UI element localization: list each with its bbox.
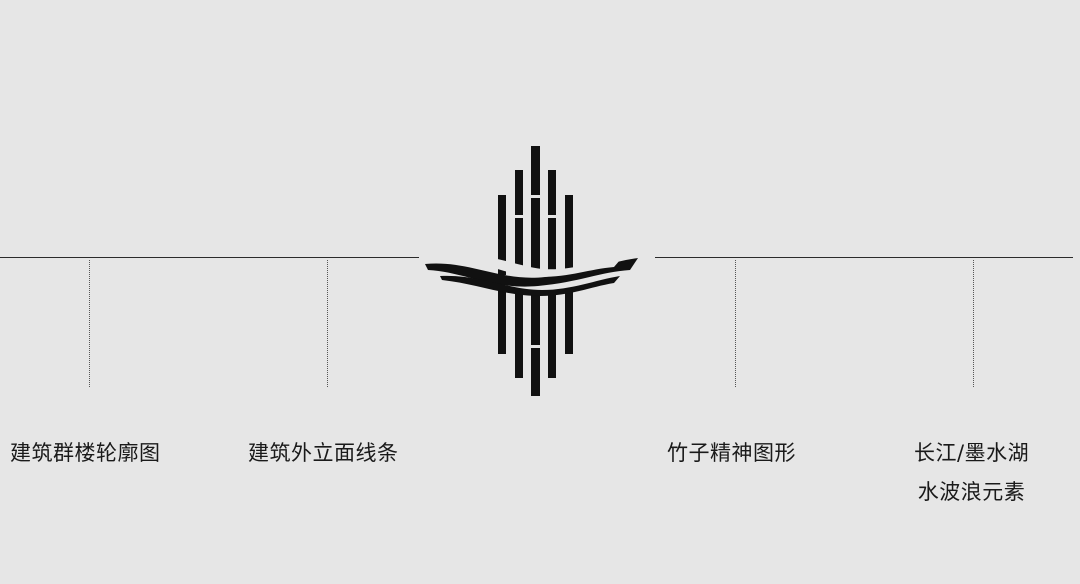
bamboo-stalk-inner-right-lower	[548, 290, 556, 378]
dotted-connector-3	[735, 260, 736, 387]
horizontal-line-right	[655, 257, 1073, 258]
dotted-connector-2	[327, 260, 328, 387]
bamboo-stalk-outer-right-lower	[565, 290, 573, 354]
bamboo-wave-logo	[425, 146, 638, 396]
bamboo-stalk-outer-left-lower	[498, 290, 506, 354]
dotted-connector-4	[973, 260, 974, 387]
bamboo-stalks-lower	[498, 290, 573, 396]
wave-lower	[440, 275, 620, 296]
wave-shapes	[425, 256, 638, 296]
dotted-connector-1	[89, 260, 90, 387]
bamboo-stalk-outer-left	[498, 195, 506, 275]
bamboo-stalk-center-lower	[531, 290, 540, 396]
wave-highlight	[464, 256, 620, 277]
label-water-waves-line-1: 长江/墨水湖	[914, 441, 1030, 465]
bamboo-stalk-inner-right	[548, 170, 556, 270]
bamboo-stalk-outer-right	[565, 195, 573, 275]
label-bamboo-spirit: 竹子精神图形	[667, 441, 796, 465]
bamboo-stalk-center	[531, 146, 540, 271]
label-building-outline: 建筑群楼轮廓图	[10, 441, 161, 465]
horizontal-line-left	[0, 257, 419, 258]
label-facade-lines: 建筑外立面线条	[248, 441, 399, 465]
label-water-waves: 长江/墨水湖 水波浪元素	[914, 434, 1029, 512]
bamboo-stalk-inner-left	[515, 170, 523, 270]
label-water-waves-line-2: 水波浪元素	[917, 480, 1026, 504]
bamboo-stalk-inner-left-lower	[515, 290, 523, 378]
bamboo-stalks-upper	[498, 146, 573, 275]
